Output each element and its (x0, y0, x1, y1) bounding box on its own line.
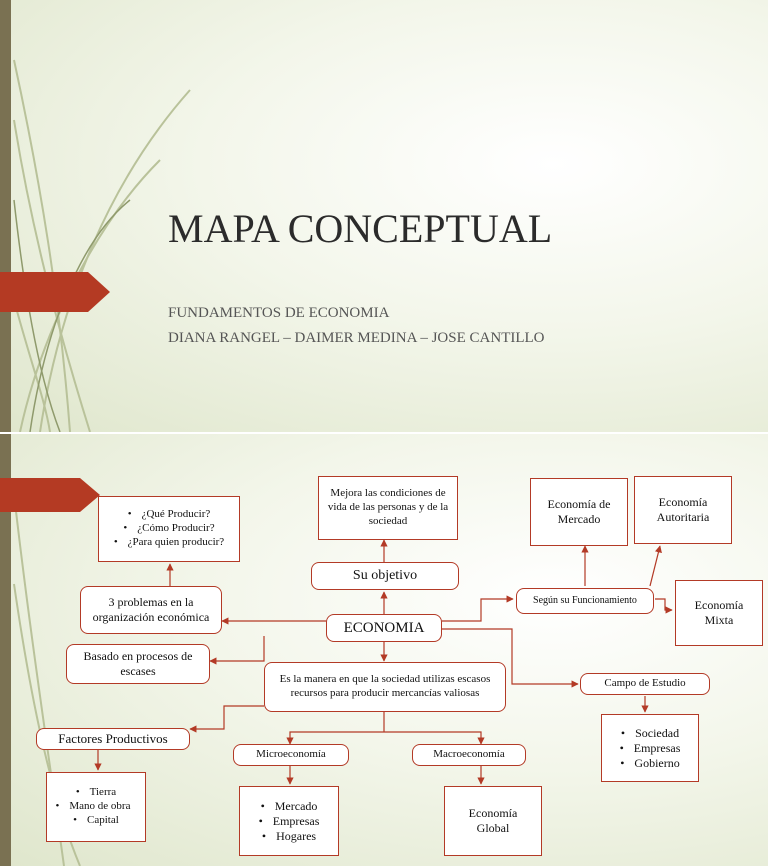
arrow-economia-scarcity (209, 636, 265, 665)
macro-label-box: Macroeconomía (412, 744, 526, 766)
factors-list: Tierra Mano de obra Capital (62, 786, 131, 828)
arrow-economia-field (442, 628, 579, 688)
functioning-box: Según su Funcionamiento (516, 588, 654, 614)
economia-node: ECONOMIA (326, 614, 442, 642)
connector-lines (94, 539, 673, 785)
arrow-economia-functioning (442, 595, 514, 622)
list-item: Empresas (259, 814, 320, 829)
list-item: ¿Para quien producir? (114, 536, 225, 550)
field-label-box: Campo de Estudio (580, 673, 710, 695)
mixed-economy-box: Economía Mixta (675, 580, 763, 646)
list-item: Hogares (259, 829, 320, 844)
micro-list: Mercado Empresas Hogares (259, 799, 320, 844)
accent-tab (0, 478, 100, 512)
questions-box: ¿Qué Producir? ¿Cómo Producir? ¿Para qui… (98, 496, 240, 562)
accent-tab (0, 272, 110, 312)
subtitle: FUNDAMENTOS DE ECONOMIA (168, 305, 390, 321)
list-item: Capital (62, 814, 131, 828)
factors-box: Tierra Mano de obra Capital (46, 772, 146, 842)
authors: DIANA RANGEL – DAIMER MEDINA – JOSE CANT… (168, 330, 545, 346)
questions-list: ¿Qué Producir? ¿Cómo Producir? ¿Para qui… (114, 508, 225, 550)
list-item: ¿Cómo Producir? (114, 522, 224, 536)
grass-decoration (13, 59, 191, 432)
list-item: Gobierno (620, 756, 681, 771)
problems-box: 3 problemas en la organización económica (80, 586, 222, 634)
sidebar-bar (0, 434, 11, 866)
sidebar-bar (0, 0, 11, 432)
list-item: Sociedad (620, 726, 681, 741)
micro-box: Mercado Empresas Hogares (239, 786, 339, 856)
arrow-branch-macro (384, 731, 485, 745)
list-item: Mercado (259, 799, 320, 814)
arrow-branch-micro (286, 731, 384, 745)
list-item: Mano de obra (56, 800, 130, 814)
definition-box: Es la manera en que la sociedad utilizas… (264, 662, 506, 712)
list-item: ¿Qué Producir? (114, 508, 224, 522)
objective-text-box: Mejora las condiciones de vida de las pe… (318, 476, 458, 540)
market-economy-box: Economía de Mercado (530, 478, 628, 546)
list-item: Empresas (620, 741, 681, 756)
arrow-functioning-authoritarian (649, 545, 662, 587)
scarcity-box: Basado en procesos de escases (66, 644, 210, 684)
list-item: Tierra (62, 786, 131, 800)
field-box: Sociedad Empresas Gobierno (601, 714, 699, 782)
concept-map-slide: Mejora las condiciones de vida de las pe… (0, 432, 768, 866)
field-list: Sociedad Empresas Gobierno (620, 726, 681, 771)
factors-label-box: Factores Productivos (36, 728, 190, 750)
macro-box: Economía Global (444, 786, 542, 856)
title-slide: MAPA CONCEPTUAL FUNDAMENTOS DE ECONOMIA … (0, 0, 768, 432)
micro-label-box: Microeconomía (233, 744, 349, 766)
page-title: MAPA CONCEPTUAL (168, 206, 553, 251)
authoritarian-economy-box: Economía Autoritaria (634, 476, 732, 544)
arrow-definition-factors (189, 705, 264, 733)
arrow-functioning-mixed (655, 598, 673, 614)
objective-label-box: Su objetivo (311, 562, 459, 590)
